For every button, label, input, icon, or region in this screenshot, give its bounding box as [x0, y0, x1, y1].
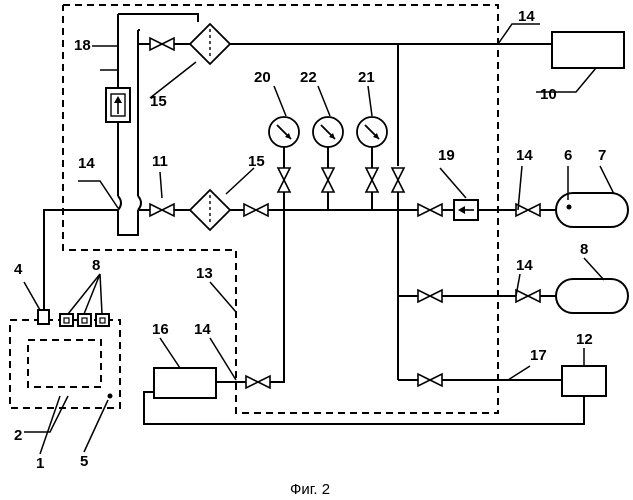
port-4 [38, 310, 49, 324]
label-5: 5 [80, 453, 88, 470]
label-18: 18 [74, 37, 91, 54]
label-17: 17 [530, 347, 547, 364]
device-inner-dashed-box [28, 340, 101, 387]
label-14a: 14 [518, 8, 535, 25]
label-19: 19 [438, 147, 455, 164]
label-8b: 8 [580, 241, 588, 258]
unit-10 [552, 32, 624, 68]
main-pipe [44, 210, 118, 310]
bypass-tube-left [118, 210, 138, 235]
label-15a: 15 [150, 93, 167, 110]
label-20: 20 [254, 69, 271, 86]
label-11: 11 [152, 153, 168, 170]
label-14d: 14 [516, 257, 533, 274]
point-5 [108, 394, 113, 399]
figure-caption: Фиг. 2 [290, 481, 330, 498]
label-7: 7 [598, 147, 606, 164]
label-8: 8 [92, 257, 100, 274]
label-21: 21 [358, 69, 375, 86]
label-12: 12 [576, 331, 593, 348]
label-15b: 15 [248, 153, 265, 170]
unit-12 [562, 366, 606, 396]
label-14e: 14 [194, 321, 211, 338]
label-10: 10 [540, 86, 557, 103]
label-13: 13 [196, 265, 213, 282]
label-14b: 14 [78, 155, 95, 172]
device-outer-dashed-box [10, 320, 120, 408]
unit-16 [154, 368, 216, 398]
label-2: 2 [14, 427, 22, 444]
point-6 [567, 205, 572, 210]
sensors-8 [60, 314, 109, 326]
cylinder-8 [556, 279, 628, 313]
label-4: 4 [14, 261, 23, 278]
label-22: 22 [300, 69, 317, 86]
cylinder-7 [556, 193, 628, 227]
label-16: 16 [152, 321, 169, 338]
label-6: 6 [564, 147, 572, 164]
label-1: 1 [36, 455, 44, 472]
label-14c: 14 [516, 147, 533, 164]
